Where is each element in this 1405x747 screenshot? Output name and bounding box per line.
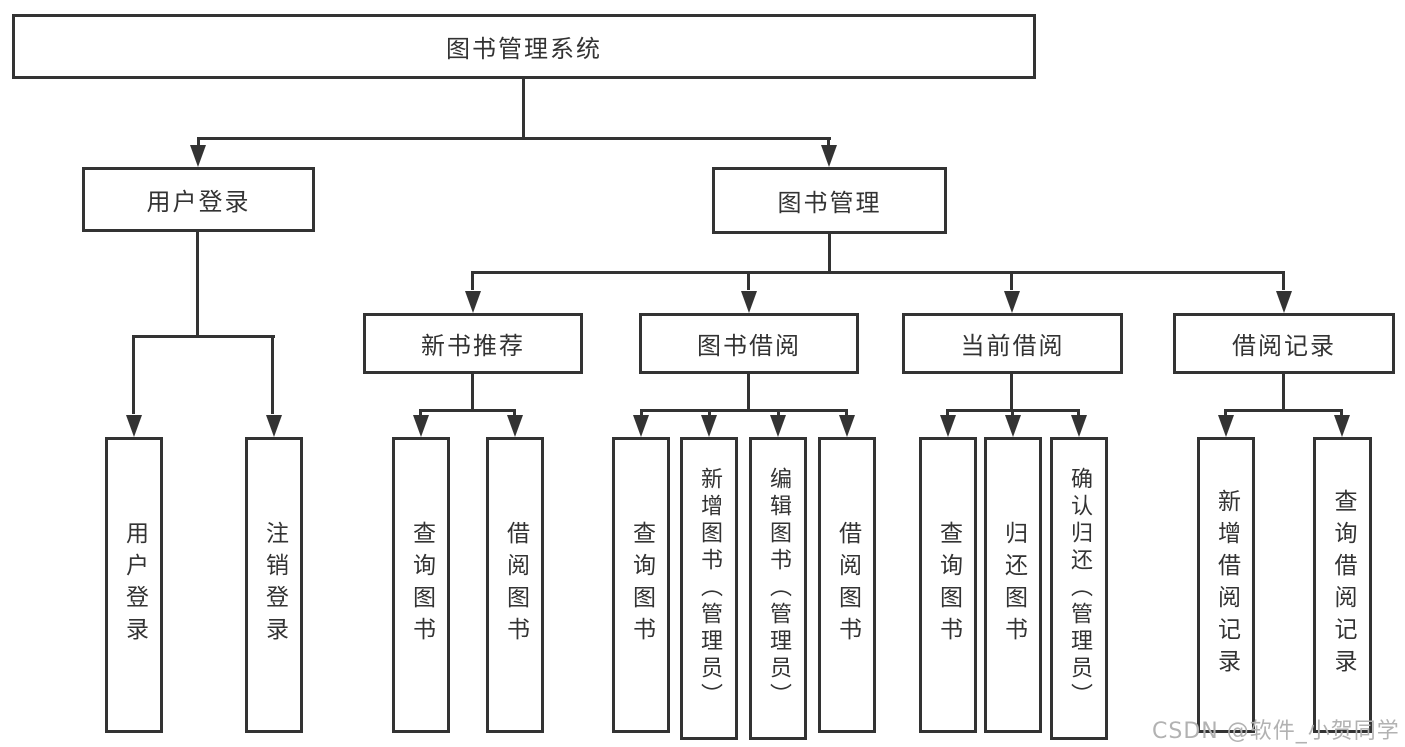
connector-line bbox=[828, 234, 831, 272]
node-label: 借阅图书 bbox=[502, 521, 529, 649]
node-label: 新书推荐 bbox=[421, 332, 525, 360]
node-user-login: 用户登录 bbox=[82, 167, 315, 232]
arrow-down-icon bbox=[1218, 415, 1234, 437]
arrow-down-icon bbox=[741, 291, 757, 313]
node-label: 用户登录 bbox=[121, 521, 148, 649]
connector-line bbox=[132, 335, 275, 338]
leaf-query-books-borrow: 查询图书 bbox=[612, 437, 670, 733]
arrow-down-icon bbox=[507, 415, 523, 437]
leaf-query-borrow-record: 查询借阅记录 bbox=[1313, 437, 1372, 733]
arrow-down-icon bbox=[633, 415, 649, 437]
leaf-borrow-books-recommend: 借阅图书 bbox=[486, 437, 544, 733]
node-label: 用户登录 bbox=[146, 188, 251, 216]
node-label: 编辑图书（管理员） bbox=[766, 467, 791, 710]
connector-line bbox=[196, 232, 199, 336]
arrow-down-icon bbox=[266, 415, 282, 437]
node-label: 查询借阅记录 bbox=[1330, 489, 1356, 681]
arrow-down-icon bbox=[940, 415, 956, 437]
connector-line bbox=[747, 274, 750, 290]
leaf-logout-login: 注销登录 bbox=[245, 437, 303, 733]
arrow-down-icon bbox=[1071, 415, 1087, 437]
node-label: 归还图书 bbox=[1000, 521, 1027, 649]
connector-line bbox=[471, 274, 474, 290]
leaf-borrow-books: 借阅图书 bbox=[818, 437, 876, 733]
node-label: 图书管理系统 bbox=[446, 35, 602, 63]
arrow-down-icon bbox=[701, 415, 717, 437]
connector-line bbox=[197, 140, 200, 148]
arrow-down-icon bbox=[1005, 415, 1021, 437]
leaf-user-login: 用户登录 bbox=[105, 437, 163, 733]
watermark: CSDN @软件_小贺同学 bbox=[1152, 719, 1400, 744]
node-label: 新增借阅记录 bbox=[1213, 489, 1240, 681]
leaf-query-books-recommend: 查询图书 bbox=[392, 437, 450, 733]
arrow-down-icon bbox=[1334, 415, 1350, 437]
node-label: 查询图书 bbox=[935, 521, 962, 649]
connector-line bbox=[747, 374, 750, 410]
connector-line bbox=[197, 137, 831, 140]
node-label: 注销登录 bbox=[261, 521, 288, 649]
leaf-return-book: 归还图书 bbox=[984, 437, 1042, 733]
connector-line bbox=[1224, 409, 1343, 412]
node-library-system: 图书管理系统 bbox=[12, 14, 1036, 79]
leaf-query-books-current: 查询图书 bbox=[919, 437, 977, 733]
connector-line bbox=[471, 374, 474, 410]
node-label: 查询图书 bbox=[628, 521, 655, 649]
connector-line bbox=[419, 409, 516, 412]
node-new-book-recommend: 新书推荐 bbox=[363, 313, 583, 374]
leaf-add-borrow-record: 新增借阅记录 bbox=[1197, 437, 1255, 733]
arrow-down-icon bbox=[770, 415, 786, 437]
connector-line bbox=[471, 271, 1285, 274]
connector-line bbox=[946, 409, 1080, 412]
connector-line bbox=[1010, 274, 1013, 290]
arrow-down-icon bbox=[413, 415, 429, 437]
connector-line bbox=[640, 409, 848, 412]
node-label: 当前借阅 bbox=[960, 332, 1065, 360]
node-borrow-records: 借阅记录 bbox=[1173, 313, 1395, 374]
node-label: 查询图书 bbox=[408, 521, 435, 649]
node-label: 借阅图书 bbox=[834, 521, 861, 649]
connector-line bbox=[271, 338, 274, 414]
node-book-management: 图书管理 bbox=[712, 167, 947, 234]
node-label: 图书借阅 bbox=[697, 332, 801, 360]
connector-line bbox=[1010, 374, 1013, 410]
arrow-down-icon bbox=[126, 415, 142, 437]
connector-line bbox=[522, 78, 525, 138]
node-book-borrowing: 图书借阅 bbox=[639, 313, 859, 374]
node-current-borrowing: 当前借阅 bbox=[902, 313, 1123, 374]
connector-line bbox=[1282, 274, 1285, 290]
arrow-down-icon bbox=[821, 145, 837, 167]
node-label: 确认归还（管理员） bbox=[1067, 467, 1092, 710]
arrow-down-icon bbox=[839, 415, 855, 437]
arrow-down-icon bbox=[1004, 291, 1020, 313]
arrow-down-icon bbox=[190, 145, 206, 167]
connector-line bbox=[132, 338, 135, 414]
connector-line bbox=[1282, 374, 1285, 410]
arrow-down-icon bbox=[1276, 291, 1292, 313]
arrow-down-icon bbox=[465, 291, 481, 313]
leaf-add-book-admin: 新增图书（管理员） bbox=[680, 437, 738, 740]
node-label: 新增图书（管理员） bbox=[697, 467, 722, 710]
node-label: 借阅记录 bbox=[1232, 332, 1336, 360]
node-label: 图书管理 bbox=[777, 189, 882, 217]
connector-line bbox=[827, 140, 830, 148]
leaf-confirm-return-admin: 确认归还（管理员） bbox=[1050, 437, 1108, 740]
leaf-edit-book-admin: 编辑图书（管理员） bbox=[749, 437, 807, 740]
